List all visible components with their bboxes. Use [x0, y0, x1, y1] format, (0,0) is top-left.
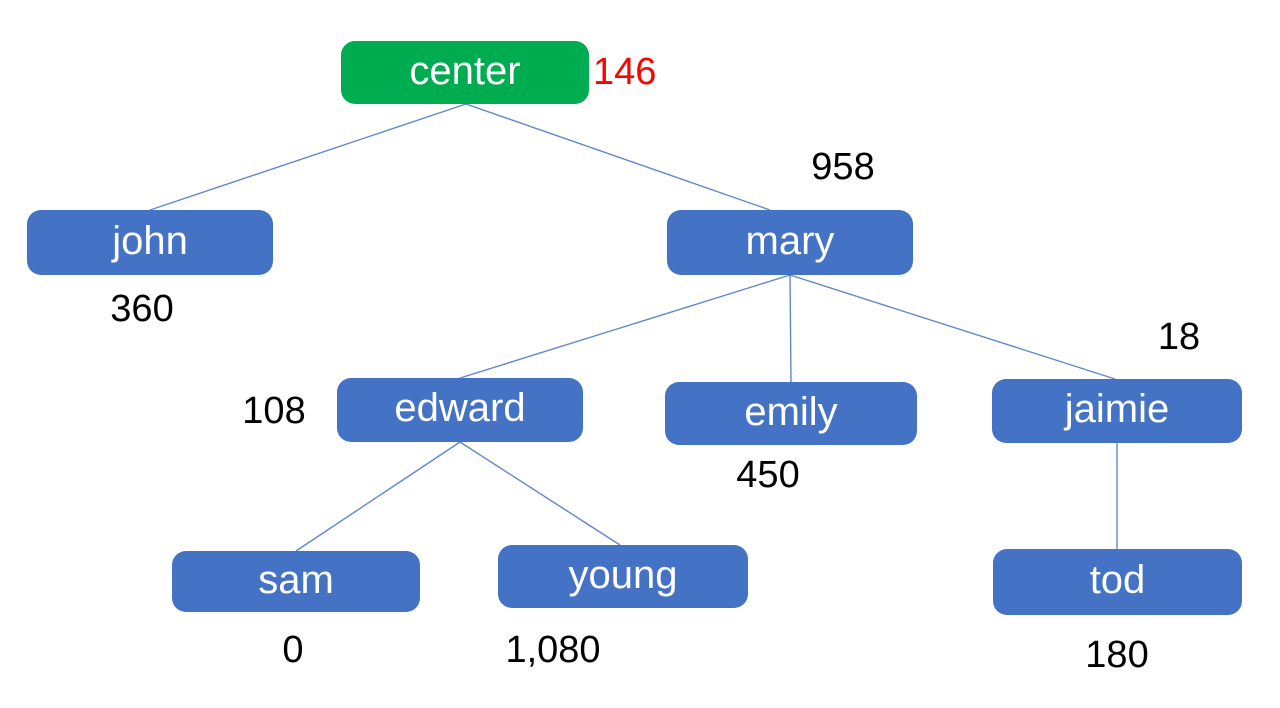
value-label-emily: 450	[736, 454, 800, 496]
edge-mary-edward	[459, 274, 791, 379]
node-tod[interactable]: tod	[993, 549, 1242, 615]
edge-center-mary	[465, 103, 771, 211]
edge-mary-emily	[789, 274, 792, 383]
edge-edward-young	[459, 441, 621, 546]
node-young[interactable]: young	[498, 545, 748, 608]
value-label-edward: 108	[242, 390, 306, 432]
node-label-john: john	[112, 218, 188, 263]
node-label-mary: mary	[745, 218, 835, 263]
node-center[interactable]: center	[341, 41, 589, 104]
node-label-jaimie: jaimie	[1064, 387, 1170, 431]
node-jaimie[interactable]: jaimie	[992, 379, 1242, 443]
node-emily[interactable]: emily	[665, 382, 917, 445]
node-edward[interactable]: edward	[337, 378, 583, 442]
value-label-mary: 958	[811, 146, 875, 188]
edge-mary-jaimie	[789, 274, 1116, 380]
value-label-center: 146	[593, 51, 657, 93]
node-label-sam: sam	[258, 557, 334, 602]
node-label-emily: emily	[744, 389, 838, 434]
node-label-center: center	[409, 48, 521, 93]
value-label-tod: 180	[1085, 634, 1149, 676]
node-mary[interactable]: mary	[667, 210, 913, 275]
value-label-john: 360	[110, 288, 174, 330]
edge-edward-sam	[295, 441, 461, 552]
edge-center-john	[149, 103, 467, 211]
node-sam[interactable]: sam	[172, 551, 420, 612]
node-label-edward: edward	[394, 386, 526, 430]
value-label-sam: 0	[282, 629, 304, 671]
node-john[interactable]: john	[27, 210, 273, 275]
value-label-young: 1,080	[505, 629, 601, 671]
value-label-jaimie: 18	[1157, 316, 1201, 358]
node-label-young: young	[568, 552, 678, 597]
node-label-tod: tod	[1089, 558, 1146, 602]
